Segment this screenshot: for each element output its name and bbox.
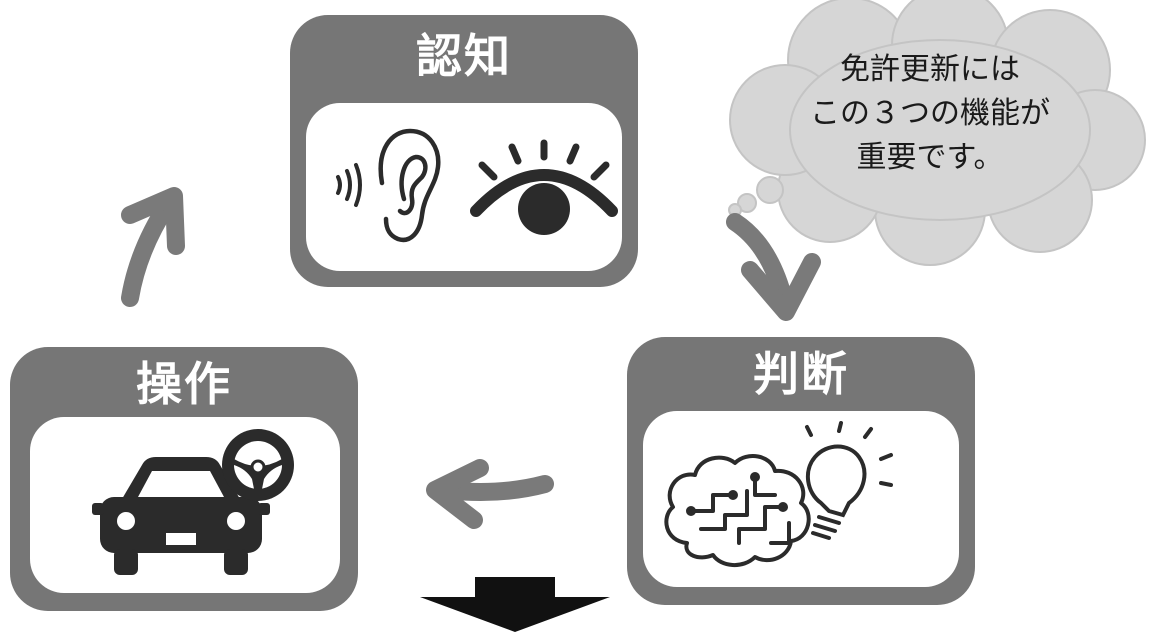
- brain-icon: [664, 454, 811, 567]
- arrow-operation-to-recognition: [121, 187, 185, 307]
- sound-waves-icon: [336, 163, 362, 207]
- panel-judgment: 判断: [627, 337, 975, 605]
- eye-icon: [470, 139, 618, 235]
- arrow-judgment-to-operation: [426, 459, 554, 529]
- light-bulb-icon: [805, 421, 893, 540]
- car-icon: [92, 457, 270, 575]
- ear-icon: [378, 128, 441, 243]
- steering-wheel-icon: [222, 429, 294, 501]
- panel-content-recognition: [306, 103, 622, 271]
- panel-title-operation: 操作: [136, 357, 232, 411]
- speech-bubble-text: 免許更新には この３つの機能が 重要です。: [785, 48, 1075, 180]
- speech-line-1: 免許更新には: [840, 52, 1020, 87]
- panel-title-judgment: 判断: [753, 347, 849, 401]
- speech-line-2: この３つの機能が: [810, 96, 1050, 131]
- panel-operation: 操作: [10, 347, 358, 611]
- speech-line-3: 重要です。: [856, 140, 1004, 175]
- thought-cloud: [728, 0, 1146, 266]
- panel-title-recognition: 認知: [416, 29, 512, 83]
- panel-content-operation: [30, 417, 340, 593]
- down-arrow: [420, 577, 610, 632]
- panel-recognition: 認知: [290, 15, 638, 287]
- panel-content-judgment: [643, 411, 959, 587]
- arrow-recognition-to-judgment: [726, 213, 821, 321]
